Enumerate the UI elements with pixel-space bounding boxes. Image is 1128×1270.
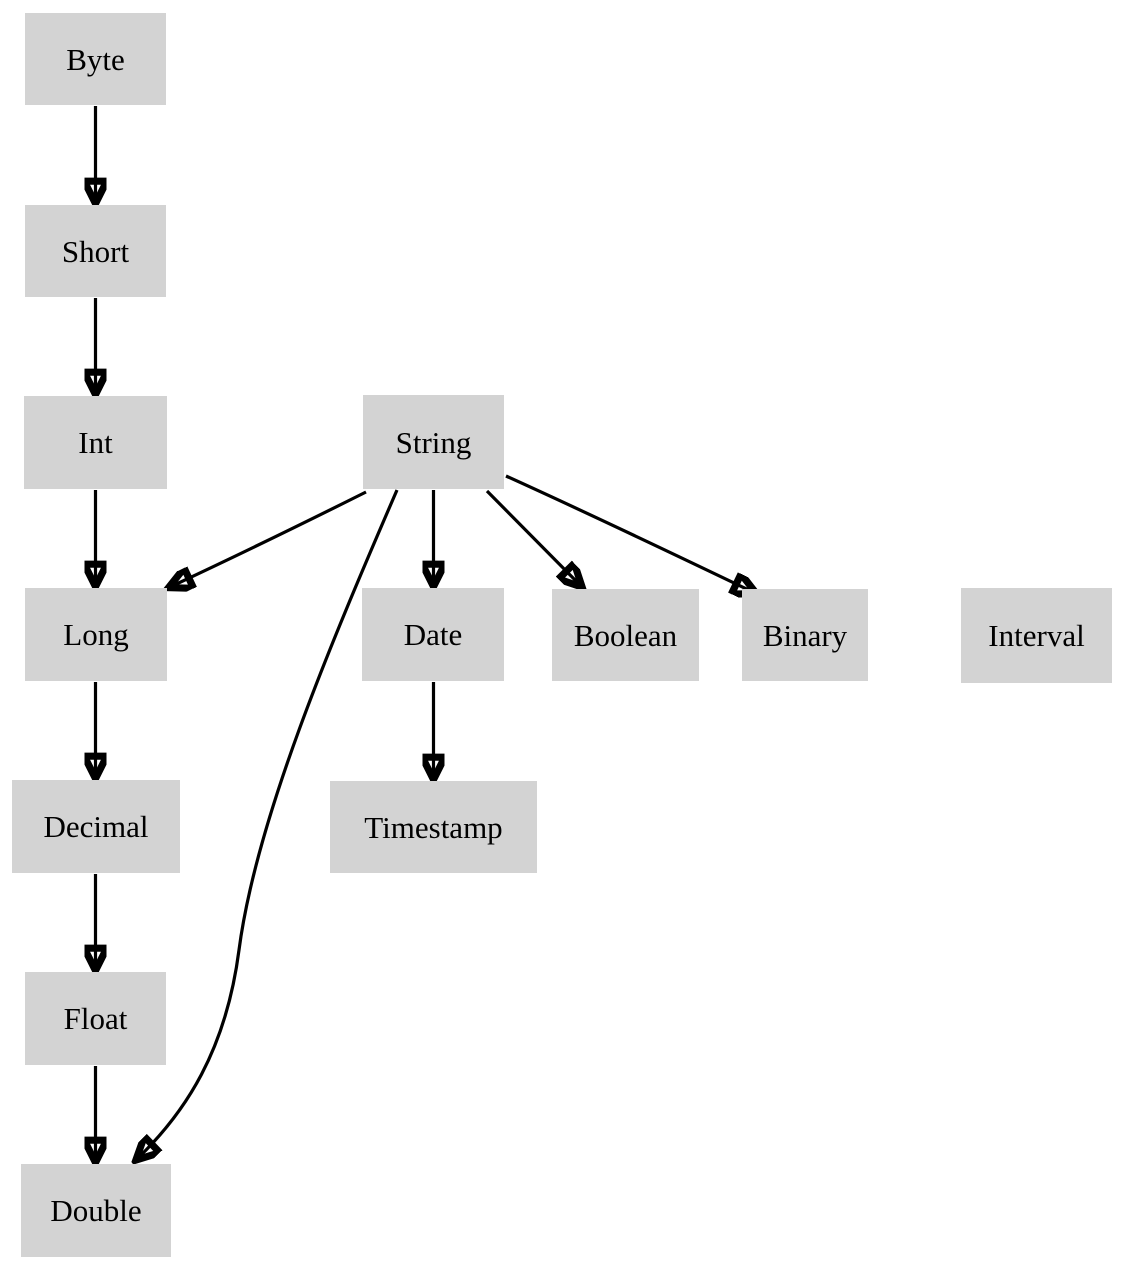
node-int: Int xyxy=(24,396,167,489)
node-binary: Binary xyxy=(742,589,868,681)
node-boolean: Boolean xyxy=(552,589,699,681)
edge-string-double xyxy=(137,489,399,1159)
node-timestamp: Timestamp xyxy=(330,781,537,873)
node-decimal: Decimal xyxy=(12,780,180,873)
node-double: Double xyxy=(21,1164,171,1257)
edge-string-boolean xyxy=(485,489,581,586)
node-float: Float xyxy=(25,972,166,1065)
node-date: Date xyxy=(362,588,504,681)
node-short: Short xyxy=(25,205,166,297)
node-byte: Byte xyxy=(25,13,166,105)
edge-string-long xyxy=(170,490,367,587)
node-long: Long xyxy=(25,588,167,681)
edge-string-binary xyxy=(505,474,755,593)
node-string: String xyxy=(363,395,504,489)
node-interval: Interval xyxy=(961,588,1112,683)
